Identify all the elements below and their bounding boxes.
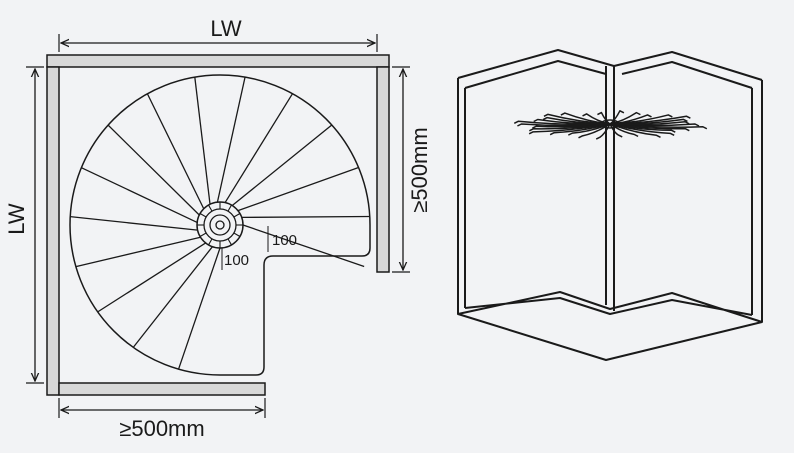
dim-top-label: LW — [210, 16, 242, 41]
bottom-panel — [58, 382, 266, 396]
perspective-view — [457, 49, 763, 361]
cabinet-floor — [457, 291, 763, 361]
plan-view: 100 100 LW LW ≥500mm ≥500mm — [4, 16, 432, 441]
shelf-divider — [231, 124, 333, 207]
dim-bottom-label: ≥500mm — [119, 416, 204, 441]
shelf-dividers — [70, 76, 370, 370]
hub-tick — [208, 238, 213, 246]
shelf-divider — [242, 224, 365, 268]
hub-tick — [227, 238, 232, 246]
shelf-divider — [216, 76, 246, 203]
shelf-prong — [595, 123, 611, 140]
shelf-divider — [237, 166, 359, 212]
shelf-divider — [224, 93, 294, 203]
shelf-prong — [609, 123, 661, 138]
shelf-divider — [146, 93, 205, 210]
top-panel — [46, 54, 390, 68]
left-panel — [46, 66, 60, 396]
hub-tick — [199, 213, 207, 218]
cabinet-right-edge — [751, 80, 763, 322]
shelf-divider — [81, 167, 198, 224]
shelf-prong — [597, 111, 611, 125]
hub-tick — [233, 232, 241, 237]
hub-tick — [199, 232, 207, 237]
shelf-prong — [582, 113, 611, 125]
shelf-divider — [70, 216, 198, 231]
clearance-label-2: 100 — [224, 252, 249, 269]
cabinet-corner-post — [605, 66, 615, 311]
cabinet-top-rim — [457, 49, 763, 89]
dim-left-label: LW — [4, 203, 29, 235]
cabinet-left-edge — [457, 78, 466, 314]
hub-tick — [208, 204, 213, 212]
shelf-prong — [609, 123, 639, 138]
right-panel — [376, 66, 390, 273]
dim-right-label: ≥500mm — [407, 127, 432, 212]
shelf-prong — [609, 123, 623, 138]
shelf-divider — [97, 242, 207, 313]
shelf-divider — [107, 124, 200, 216]
shelf-divider — [75, 236, 201, 268]
shelf-hub — [600, 119, 620, 129]
shelf-divider — [194, 77, 211, 205]
shelf-outline — [69, 74, 371, 376]
shelf-prongs — [513, 110, 708, 140]
center-hub — [196, 201, 244, 249]
shelf-divider — [132, 246, 213, 348]
clearance-label-1: 100 — [272, 232, 297, 249]
hub-tick — [227, 204, 232, 212]
shelf-divider — [177, 247, 221, 370]
hub-tick — [233, 213, 241, 218]
shelf-divider — [241, 215, 370, 219]
